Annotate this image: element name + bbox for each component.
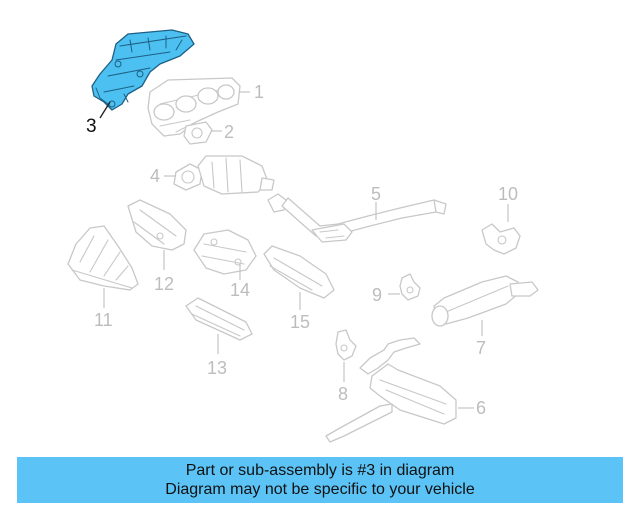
callout-13: 13	[207, 358, 227, 378]
callout-1: 1	[254, 82, 264, 102]
part-12-heat-shield	[127, 199, 187, 251]
callout-labels: 1 2 3 4 5 6 7 8 9 10 11 12 13 14 15	[86, 82, 518, 418]
part-15-heat-shield	[263, 245, 335, 299]
callout-7: 7	[476, 338, 486, 358]
callout-6: 6	[476, 398, 486, 418]
part-6-rear-muffler	[325, 337, 457, 443]
part-2-gasket	[183, 121, 213, 145]
part-9-clip	[399, 273, 421, 301]
part-7-middle-muffler	[431, 275, 539, 327]
info-banner: Part or sub-assembly is #3 in diagram Di…	[17, 457, 623, 503]
part-10-bracket	[481, 223, 521, 255]
callout-4: 4	[150, 166, 160, 186]
callout-2: 2	[224, 122, 234, 142]
part-3-heat-shield	[91, 29, 195, 111]
parts-diagram: 1 2 3 4 5 6 7 8 9 10 11 12 13 14 15	[67, 29, 539, 443]
callout-5: 5	[371, 184, 381, 204]
part-11-heat-shield	[67, 225, 139, 291]
callout-9: 9	[372, 285, 382, 305]
part-5-front-pipe	[267, 193, 447, 243]
part-8-hanger	[335, 329, 357, 361]
leader-lines	[99, 91, 509, 409]
part-4-catalytic-converter	[173, 155, 275, 195]
part-13-heat-shield	[185, 297, 253, 341]
banner-line-1: Part or sub-assembly is #3 in diagram	[185, 462, 455, 479]
part-1-exhaust-manifold	[147, 77, 241, 137]
callout-12: 12	[154, 274, 174, 294]
callout-8: 8	[338, 384, 348, 404]
callout-11: 11	[94, 310, 113, 330]
callout-10: 10	[498, 184, 518, 204]
callout-3: 3	[86, 116, 97, 137]
callout-15: 15	[290, 312, 310, 332]
banner-line-2: Diagram may not be specific to your vehi…	[165, 481, 475, 498]
part-14-heat-shield	[193, 229, 257, 275]
callout-14: 14	[230, 280, 250, 300]
